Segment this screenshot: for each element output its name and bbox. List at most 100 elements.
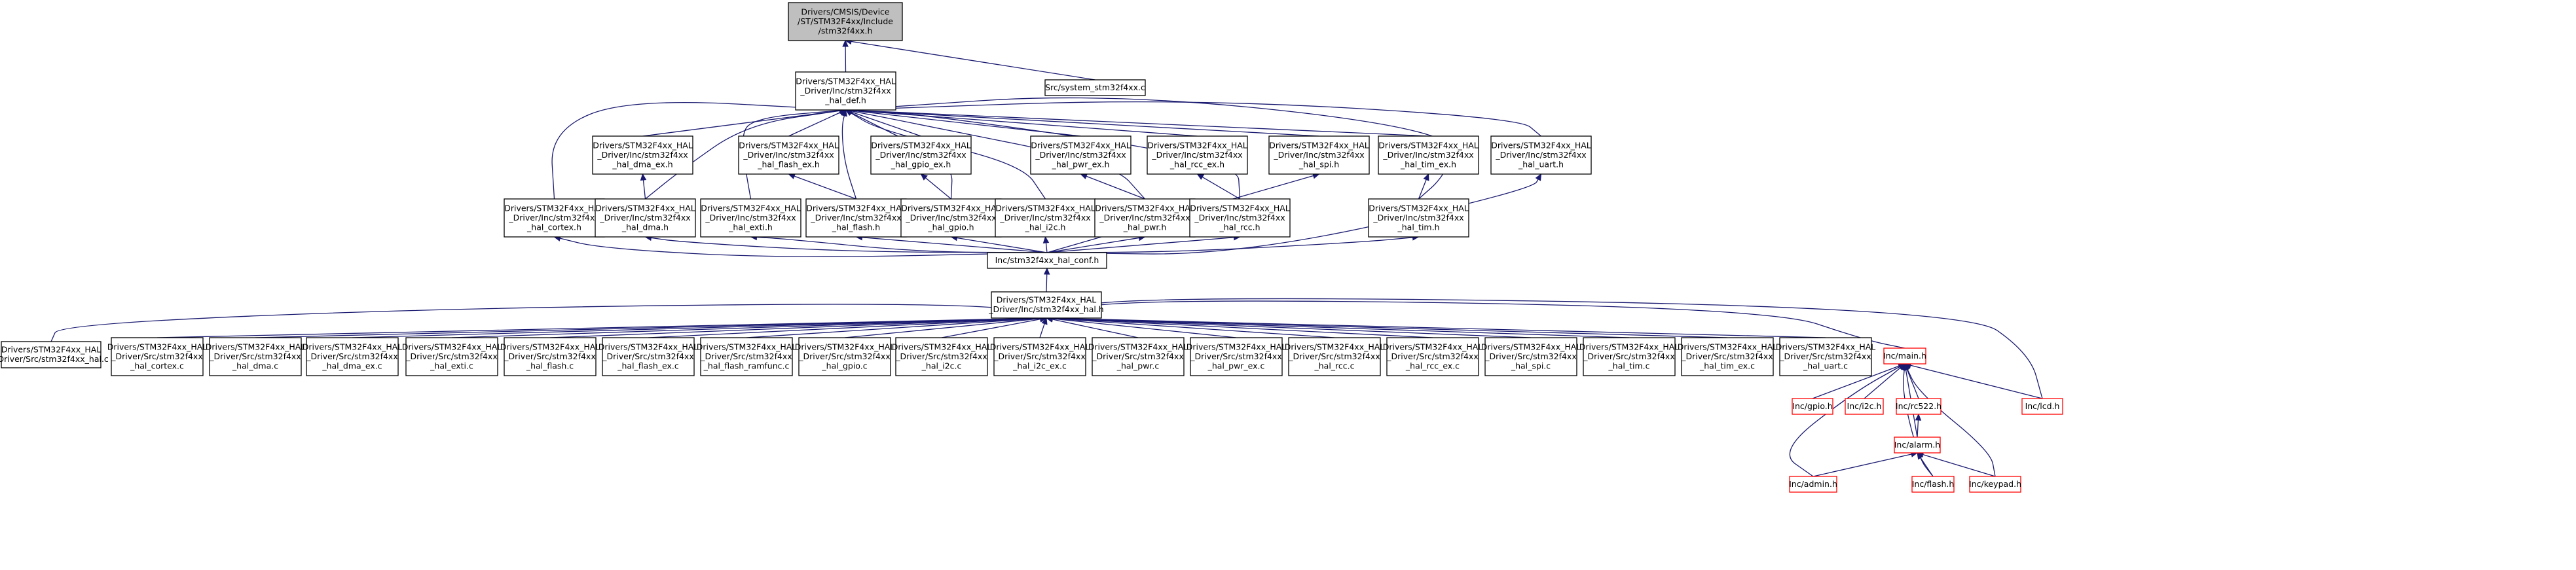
node-hal-pwr-ex-h[interactable]: Drivers/STM32F4xx_HAL_Driver/Inc/stm32f4…	[1030, 135, 1132, 175]
edge-hal_spi_h-to-hal_def_h	[845, 107, 1319, 137]
edge-line	[1907, 368, 1996, 477]
node-hal-rcc-h[interactable]: Drivers/STM32F4xx_HAL_Driver/Inc/stm32f4…	[1189, 198, 1291, 238]
node-label-line: _hal_rcc.c	[1314, 361, 1354, 370]
node-label-line: _Driver/Inc/stm32f4xx_hal.h	[988, 304, 1103, 314]
node-hal-flash-c[interactable]: Drivers/STM32F4xx_HAL_Driver/Src/stm32f4…	[500, 337, 600, 376]
node-hal-pwr-c[interactable]: Drivers/STM32F4xx_HAL_Driver/Src/stm32f4…	[1088, 337, 1188, 376]
node-hal-rcc-ex-c[interactable]: Drivers/STM32F4xx_HAL_Driver/Src/stm32f4…	[1383, 337, 1483, 376]
node-box	[1092, 337, 1185, 376]
node-label-line: _hal_tim.h	[1397, 222, 1439, 232]
node-hal-exti-h[interactable]: Drivers/STM32F4xx_HAL_Driver/Inc/stm32f4…	[700, 198, 801, 238]
node-admin-h[interactable]: Inc/admin.h	[1789, 476, 1837, 493]
node-label-line: Drivers/STM32F4xx_HAL	[206, 342, 306, 351]
node-box	[209, 337, 302, 376]
node-gpio-h[interactable]: Inc/gpio.h	[1792, 398, 1833, 415]
edge-arrowhead	[1535, 173, 1542, 181]
node-box	[1189, 198, 1291, 238]
node-keypad-h[interactable]: Inc/keypad.h	[1969, 476, 2021, 493]
node-label-line: _Driver/Src/stm32f4xx	[1092, 351, 1183, 361]
node-hal-gpio-h[interactable]: Drivers/STM32F4xx_HAL_Driver/Inc/stm32f4…	[900, 198, 1002, 238]
edge-line	[1920, 457, 1934, 477]
node-hal-gpio-ex-h[interactable]: Drivers/STM32F4xx_HAL_Driver/Inc/stm32f4…	[870, 135, 972, 175]
edge-line	[1046, 237, 1413, 253]
node-box	[987, 252, 1107, 269]
edge-admin_h-to-alarm_h	[1812, 451, 1919, 477]
node-hal-tim-h[interactable]: Drivers/STM32F4xx_HAL_Driver/Inc/stm32f4…	[1368, 198, 1469, 238]
node-hal-gpio-c[interactable]: Drivers/STM32F4xx_HAL_Driver/Src/stm32f4…	[795, 337, 895, 376]
node-hal-dma-ex-h[interactable]: Drivers/STM32F4xx_HAL_Driver/Inc/stm32f4…	[592, 135, 693, 175]
node-hal-tim-ex-h[interactable]: Drivers/STM32F4xx_HAL_Driver/Inc/stm32f4…	[1378, 135, 1479, 175]
node-hal-flash-h[interactable]: Drivers/STM32F4xx_HAL_Driver/Inc/stm32f4…	[805, 198, 907, 238]
node-i2c-h[interactable]: Inc/i2c.h	[1845, 398, 1884, 415]
node-label-line: _Driver/Inc/stm32f4xx	[999, 213, 1090, 223]
node-rc522-h[interactable]: Inc/rc522.h	[1896, 398, 1941, 415]
node-box	[795, 71, 896, 111]
node-lcd-h[interactable]: Inc/lcd.h	[2021, 398, 2063, 415]
node-box	[1896, 398, 1941, 415]
node-hal-pwr-h[interactable]: Drivers/STM32F4xx_HAL_Driver/Inc/stm32f4…	[1094, 198, 1196, 238]
node-hal-spi-h[interactable]: Drivers/STM32F4xx_HAL_Driver/Inc/stm32f4…	[1268, 135, 1370, 175]
node-hal-tim-c[interactable]: Drivers/STM32F4xx_HAL_Driver/Src/stm32f4…	[1579, 337, 1680, 376]
node-label-line: _hal_dma.c	[232, 361, 278, 370]
edge-line	[642, 179, 646, 200]
node-stm32f4xx-h[interactable]: Drivers/CMSIS/Device/ST/STM32F4xx/Includ…	[788, 2, 903, 41]
node-hal-exti-c[interactable]: Drivers/STM32F4xx_HAL_Driver/Src/stm32f4…	[402, 337, 502, 376]
node-hal-i2c-h[interactable]: Drivers/STM32F4xx_HAL_Driver/Inc/stm32f4…	[995, 198, 1096, 238]
node-hal-cortex-h[interactable]: Drivers/STM32F4xx_HAL_Driver/Inc/stm32f4…	[504, 198, 605, 238]
node-label-line: _hal_tim_ex.c	[1699, 361, 1755, 370]
node-hal-pwr-ex-c[interactable]: Drivers/STM32F4xx_HAL_Driver/Src/stm32f4…	[1187, 337, 1287, 376]
node-hal-uart-c[interactable]: Drivers/STM32F4xx_HAL_Driver/Src/stm32f4…	[1776, 337, 1876, 376]
node-label-line: _Driver/Inc/stm32f4xx	[1099, 213, 1190, 223]
node-label-line: Drivers/STM32F4xx_HAL	[1147, 140, 1247, 150]
node-hal-c[interactable]: Drivers/STM32F4xx_HAL_Driver/Src/stm32f4…	[0, 341, 109, 368]
node-flash-h[interactable]: Inc/flash.h	[1911, 476, 1955, 493]
node-label-line: _hal_pwr.c	[1116, 361, 1160, 370]
node-hal-flash-ramfunc-c[interactable]: Drivers/STM32F4xx_HAL_Driver/Src/stm32f4…	[697, 337, 797, 376]
node-hal-i2c-ex-c[interactable]: Drivers/STM32F4xx_HAL_Driver/Src/stm32f4…	[990, 337, 1090, 376]
node-label-line: _hal_rcc.h	[1219, 222, 1260, 232]
node-box	[595, 198, 696, 238]
node-hal-conf-h[interactable]: Inc/stm32f4xx_hal_conf.h	[987, 252, 1107, 269]
node-label-line: Drivers/STM32F4xx_HAL	[1369, 203, 1469, 213]
node-hal-cortex-c[interactable]: Drivers/STM32F4xx_HAL_Driver/Src/stm32f4…	[107, 337, 208, 376]
node-hal-uart-h[interactable]: Drivers/STM32F4xx_HAL_Driver/Inc/stm32f4…	[1490, 135, 1592, 175]
edge-line	[851, 41, 1095, 80]
node-box	[1044, 79, 1146, 96]
node-hal-def-h[interactable]: Drivers/STM32F4xx_HAL_Driver/Inc/stm32f4…	[795, 71, 896, 111]
node-hal-dma-h[interactable]: Drivers/STM32F4xx_HAL_Driver/Inc/stm32f4…	[595, 198, 696, 238]
edge-line	[50, 304, 1041, 342]
node-box	[700, 198, 801, 238]
node-hal-rcc-ex-h[interactable]: Drivers/STM32F4xx_HAL_Driver/Inc/stm32f4…	[1147, 135, 1248, 175]
node-hal-tim-ex-c[interactable]: Drivers/STM32F4xx_HAL_Driver/Src/stm32f4…	[1678, 337, 1778, 376]
node-hal-flash-ex-h[interactable]: Drivers/STM32F4xx_HAL_Driver/Inc/stm32f4…	[738, 135, 839, 175]
node-hal-spi-c[interactable]: Drivers/STM32F4xx_HAL_Driver/Src/stm32f4…	[1481, 337, 1581, 376]
node-label-line: Drivers/STM32F4xx_HAL	[1579, 342, 1680, 351]
node-label-line: Drivers/STM32F4xx_HAL	[990, 342, 1090, 351]
node-alarm-h[interactable]: Inc/alarm.h	[1894, 436, 1941, 454]
node-label-line: _hal_dma.h	[621, 222, 669, 232]
edge-arrowhead	[1043, 267, 1050, 275]
edge-line	[1052, 298, 2043, 399]
node-label-line: Drivers/STM32F4xx_HAL	[1088, 342, 1188, 351]
edge-arrowhead	[920, 173, 928, 181]
node-label-line: Drivers/STM32F4xx_HAL	[500, 342, 600, 351]
node-label-line: _hal_tim.c	[1608, 361, 1650, 370]
node-label-line: /stm32f4xx.h	[819, 26, 873, 35]
node-label-line: Drivers/STM32F4xx_HAL	[1031, 140, 1131, 150]
node-box	[504, 337, 597, 376]
node-main-h[interactable]: Inc/main.h	[1883, 347, 1926, 365]
node-label-line: _hal_rcc_ex.h	[1169, 159, 1224, 169]
edge-hal_uart_c-to-hal_h	[1045, 315, 1826, 338]
node-hal-h[interactable]: Drivers/STM32F4xx_HAL_Driver/Inc/stm32f4…	[988, 291, 1104, 319]
node-hal-flash-ex-c[interactable]: Drivers/STM32F4xx_HAL_Driver/Src/stm32f4…	[598, 337, 699, 376]
node-label-line: _hal_tim_ex.h	[1400, 159, 1456, 169]
node-hal-dma-ex-c[interactable]: Drivers/STM32F4xx_HAL_Driver/Src/stm32f4…	[303, 337, 403, 376]
node-label-line: _Driver/Inc/stm32f4xx	[1151, 150, 1242, 160]
edge-keypad_h-to-alarm_h	[1916, 452, 1996, 477]
node-hal-dma-c[interactable]: Drivers/STM32F4xx_HAL_Driver/Src/stm32f4…	[206, 337, 306, 376]
node-hal-i2c-c[interactable]: Drivers/STM32F4xx_HAL_Driver/Src/stm32f4…	[892, 337, 992, 376]
edge-line	[1789, 366, 1900, 477]
edge-arrowhead	[1423, 173, 1429, 181]
node-hal-rcc-c[interactable]: Drivers/STM32F4xx_HAL_Driver/Src/stm32f4…	[1285, 337, 1385, 376]
node-system-stm32f4xx-c[interactable]: Src/system_stm32f4xx.c	[1044, 79, 1146, 96]
